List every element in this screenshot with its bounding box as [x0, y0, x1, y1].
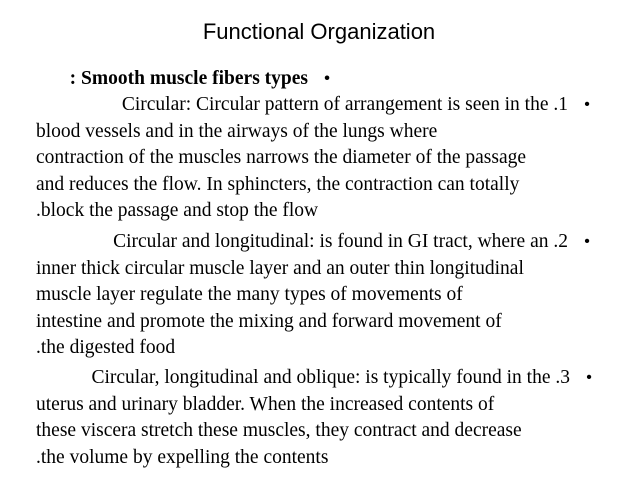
- bullet-text-line: .block the passage and stop the flow: [36, 200, 319, 221]
- bullet-text-line: .the volume by expelling the contents: [36, 446, 329, 468]
- bullet-icon: •: [584, 96, 590, 113]
- bullet-text-line: intestine and promote the mixing and for…: [36, 310, 502, 332]
- bullet-text-line: muscle layer regulate the many types of …: [36, 284, 463, 305]
- bullet-text-line: and reduces the flow. In sphincters, the…: [36, 173, 520, 195]
- bullet-text-line: inner thick circular muscle layer and an…: [36, 257, 524, 279]
- bullet-icon: •: [584, 233, 590, 250]
- bullet-text-line: Circular, longitudinal and oblique: is t…: [91, 367, 570, 388]
- bullet-item-2: Circular and longitudinal: is found in G…: [36, 229, 596, 362]
- bullet-text-line: uterus and urinary bladder. When the inc…: [36, 393, 495, 415]
- bullet-text-line: Circular and longitudinal: is found in G…: [113, 231, 568, 252]
- heading-text: : Smooth muscle fibers types: [69, 68, 308, 89]
- heading-bullet: : Smooth muscle fibers types •: [36, 66, 336, 93]
- bullet-text-line: contraction of the muscles narrows the d…: [36, 147, 527, 168]
- bullet-text-line: blood vessels and in the airways of the …: [36, 120, 438, 142]
- bullet-text-line: Circular: Circular pattern of arrangemen…: [121, 94, 568, 115]
- bullet-item-3: Circular, longitudinal and oblique: is t…: [36, 365, 598, 471]
- bullet-icon: •: [324, 70, 330, 87]
- bullet-icon: •: [586, 369, 592, 386]
- bullet-text-line: these viscera stretch these muscles, the…: [36, 420, 522, 441]
- bullet-text-line: .the digested food: [36, 337, 176, 358]
- slide-title: Functional Organization: [202, 19, 436, 44]
- bullet-item-1: Circular: Circular pattern of arrangemen…: [36, 92, 596, 225]
